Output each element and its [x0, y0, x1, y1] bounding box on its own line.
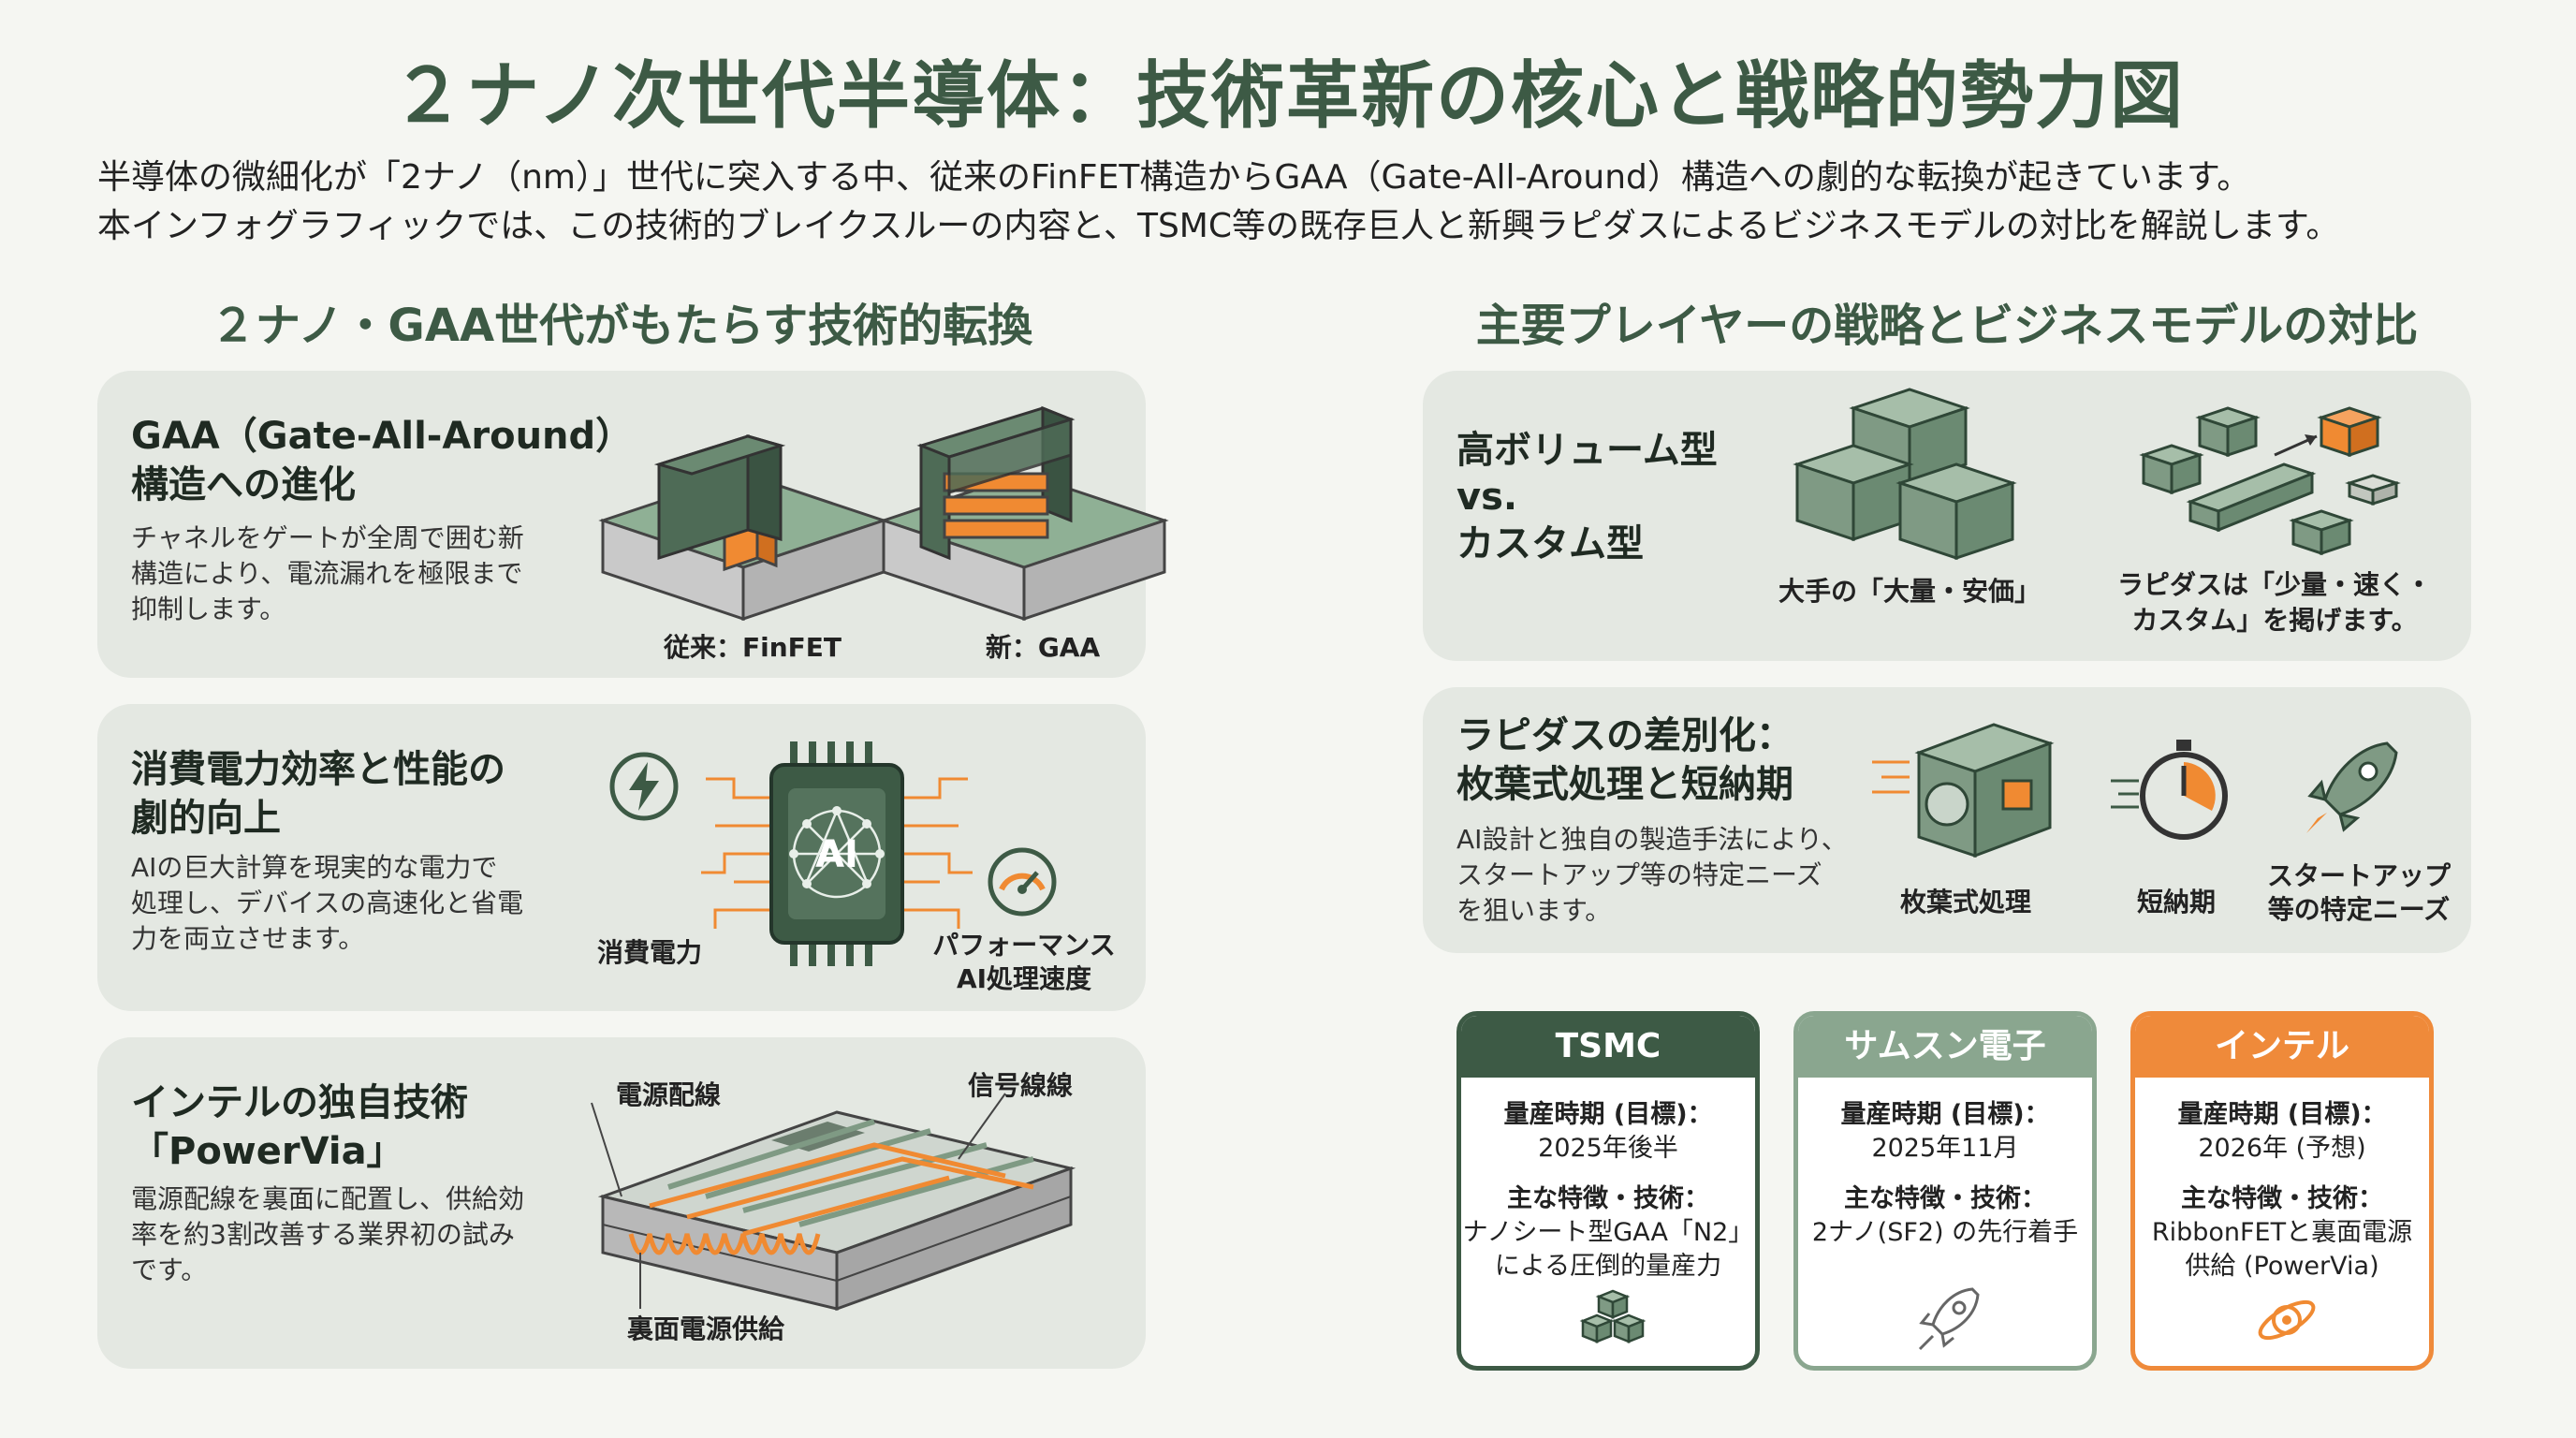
player-feature-1: ナノシート型GAA「N2」	[1462, 1218, 1754, 1247]
gaa-body-line1: チャネルをゲートが全周で囲む新	[131, 522, 524, 553]
player-name: TSMC	[1461, 1016, 1755, 1078]
rapidus-label-line1: ラピダスは「少量・速く・	[2116, 569, 2432, 600]
powervia-body-line2: 率を約3割改善する業界初の試み	[131, 1219, 515, 1250]
intro-line-2: 本インフォグラフィックでは、この技術的ブレイクスルーの内容と、TSMC等の既存巨…	[97, 207, 2340, 245]
powervia-body-line1: 電源配線を裏面に配置し、供給効	[131, 1183, 525, 1214]
player-period: 2026年 (予想)	[2198, 1134, 2366, 1163]
powervia-body-line3: です。	[131, 1255, 208, 1285]
player-period-label: 量産時期 (目標)：	[1503, 1100, 1713, 1129]
gauge-icon	[988, 847, 1057, 917]
player-period-label: 量産時期 (目標)：	[2177, 1100, 2387, 1129]
diff-card: ラピダスの差別化： 枚葉式処理と短納期 AI設計と独自の製造手法により、 スター…	[1423, 687, 2471, 953]
intro-line-1: 半導体の微細化が「2ナノ（nm）」世代に突入する中、従来のFinFET構造からG…	[97, 158, 2251, 197]
power-label: 消費電力	[596, 937, 702, 968]
player-period: 2025年後半	[1538, 1134, 1678, 1163]
volume-cubes-icon	[1793, 388, 2017, 561]
model-title-line2: vs.	[1456, 476, 1518, 519]
player-feature-label: 主な特徴・技術：	[1507, 1184, 1709, 1213]
left-section-heading: ２ナノ・GAA世代がもたらす技術的転換	[210, 300, 1033, 352]
lightning-icon	[609, 752, 679, 821]
player-feature-label: 主な特徴・技術：	[1844, 1184, 2046, 1213]
startup-label-line2: 等の特定ニーズ	[2267, 894, 2451, 925]
power-body-line3: 力を両立させます。	[131, 923, 365, 954]
model-title-line3: カスタム型	[1456, 522, 1644, 565]
signal-wiring-label: 信号線線	[967, 1070, 1073, 1101]
power-wiring-label: 電源配線	[615, 1079, 721, 1110]
gaa-body-line3: 抑制します。	[131, 594, 286, 624]
powervia-layers-icon	[591, 1093, 1076, 1312]
gaa-title-line1: GAA（Gate-All-Around）	[131, 415, 634, 458]
rocket-icon	[1918, 1287, 1980, 1351]
power-title-line1: 消費電力効率と性能の	[131, 748, 505, 791]
page-title: ２ナノ次世代半導体：技術革新の核心と戦略的勢力図	[390, 54, 2186, 139]
power-title-line2: 劇的向上	[131, 797, 281, 840]
finfet-structure-icon	[598, 433, 888, 622]
big-label: 大手の「大量・安価」	[1778, 576, 2041, 607]
power-body-line2: 処理し、デバイスの高速化と省電	[131, 888, 524, 918]
gaa-title-line2: 構造への進化	[131, 463, 356, 506]
gaa-body-line2: 構造により、電流漏れを極限まで	[131, 558, 523, 589]
atom-ring-icon	[2258, 1299, 2316, 1341]
gaa-structure-icon	[879, 405, 1169, 622]
powervia-title-line2: 「PowerVia」	[131, 1130, 404, 1173]
model-card: 高ボリューム型 vs. カスタム型 大手の「大量・安価」 ラピダスは「少量・速く…	[1423, 371, 2471, 661]
diff-title-line2: 枚葉式処理と短納期	[1456, 763, 1793, 806]
chip-text: AI	[815, 833, 858, 876]
player-name: インテル	[2135, 1016, 2429, 1078]
player-feature-1: RibbonFETと裏面電源	[2151, 1218, 2413, 1247]
startup-label-line1: スタートアップ	[2266, 860, 2451, 891]
gaa-label: 新：GAA	[985, 632, 1101, 663]
power-card: 消費電力効率と性能の 劇的向上 AIの巨大計算を現実的な電力で 処理し、デバイス…	[97, 704, 1146, 1011]
performance-label-line2: AI処理速度	[956, 963, 1092, 994]
cubes-icon	[1579, 1289, 1647, 1343]
player-period: 2025年11月	[1871, 1134, 2019, 1163]
player-name: サムスン電子	[1798, 1016, 2092, 1078]
powervia-title-line1: インテルの独自技術	[131, 1081, 468, 1124]
rapidus-label-line2: カスタム」を掲げます。	[2131, 605, 2418, 636]
power-body-line1: AIの巨大計算を現実的な電力で	[131, 852, 498, 883]
powervia-card: インテルの独自技術 「PowerVia」 電源配線を裏面に配置し、供給効 率を約…	[97, 1037, 1146, 1369]
player-feature-2: による圧倒的量産力	[1494, 1252, 1722, 1281]
diff-body-line1: AI設計と独自の製造手法により、	[1456, 824, 1848, 855]
startup-rocket-icon	[2306, 741, 2398, 833]
custom-blocks-icon	[2139, 406, 2401, 556]
diff-body-line3: を狙います。	[1456, 895, 1612, 926]
gaa-card: GAA（Gate-All-Around） 構造への進化 チャネルをゲートが全周で…	[97, 371, 1169, 678]
single-wafer-label: 枚葉式処理	[1899, 887, 2031, 917]
player-period-label: 量産時期 (目標)：	[1840, 1100, 2050, 1129]
player-feature-label: 主な特徴・技術：	[2181, 1184, 2383, 1213]
finfet-label: 従来：FinFET	[663, 632, 842, 663]
machine-icon	[1872, 723, 2055, 858]
backside-power-label: 裏面電源供給	[626, 1313, 784, 1344]
short-delivery-label: 短納期	[2136, 887, 2216, 917]
ai-chip-icon	[701, 741, 973, 966]
diff-body-line2: スタートアップ等の特定ニーズ	[1456, 859, 1822, 890]
right-section-heading: 主要プレイヤーの戦略とビジネスモデルの対比	[1475, 300, 2419, 352]
player-card-samsung: サムスン電子 量産時期 (目標)： 2025年11月 主な特徴・技術： 2ナノ(…	[1793, 1011, 2097, 1371]
player-card-tsmc: TSMC 量産時期 (目標)： 2025年後半 主な特徴・技術： ナノシート型G…	[1456, 1011, 1760, 1371]
player-feature-2: 供給 (PowerVia)	[2185, 1252, 2379, 1281]
player-card-intel: インテル 量産時期 (目標)： 2026年 (予想) 主な特徴・技術： Ribb…	[2130, 1011, 2434, 1371]
player-feature-1: 2ナノ(SF2) の先行着手	[1811, 1218, 2079, 1247]
model-title-line1: 高ボリューム型	[1456, 429, 1718, 472]
performance-label-line1: パフォーマンス	[932, 930, 1116, 961]
diff-title-line1: ラピダスの差別化：	[1456, 714, 1793, 757]
stopwatch-icon	[2111, 740, 2228, 840]
